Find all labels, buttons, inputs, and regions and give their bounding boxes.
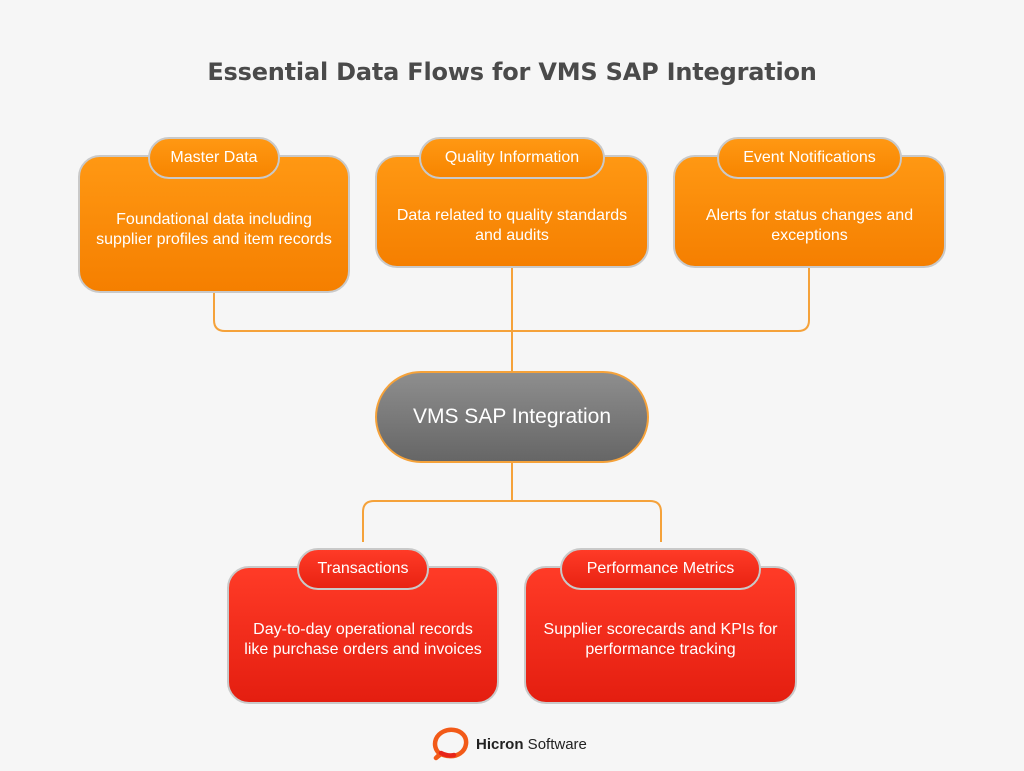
pill-transactions: Transactions <box>297 548 429 590</box>
card-transactions-description: Day-to-day operational records like purc… <box>244 621 482 658</box>
connector-performance-metrics <box>512 500 662 542</box>
brand-name-bold: Hicron <box>476 735 524 753</box>
pill-event-notifications: Event Notifications <box>717 137 902 179</box>
card-master-data-description: Foundational data including supplier pro… <box>96 211 332 248</box>
card-event-notifications-description: Alerts for status changes and exceptions <box>705 207 914 244</box>
brand-name: Hicron Software <box>476 736 587 753</box>
pill-performance-metrics: Performance Metrics <box>560 548 761 590</box>
hub-vms-sap-integration: VMS SAP Integration <box>375 371 649 463</box>
card-quality-information-description: Data related to quality standards and au… <box>396 207 628 244</box>
pill-quality-information: Quality Information <box>419 137 605 179</box>
brand-footer: Hicron Software <box>432 726 587 762</box>
brand-name-rest: Software <box>523 735 587 753</box>
speech-ring-logo-icon <box>432 727 469 761</box>
diagram-title: Essential Data Flows for VMS SAP Integra… <box>207 58 817 86</box>
connector-transactions <box>362 500 512 542</box>
connector-event-notifications <box>512 267 810 332</box>
connector-master-data <box>213 292 512 332</box>
pill-master-data: Master Data <box>148 137 280 179</box>
card-event-notifications: Alerts for status changes and exceptions <box>673 155 946 268</box>
card-performance-metrics-description: Supplier scorecards and KPIs for perform… <box>543 621 778 658</box>
